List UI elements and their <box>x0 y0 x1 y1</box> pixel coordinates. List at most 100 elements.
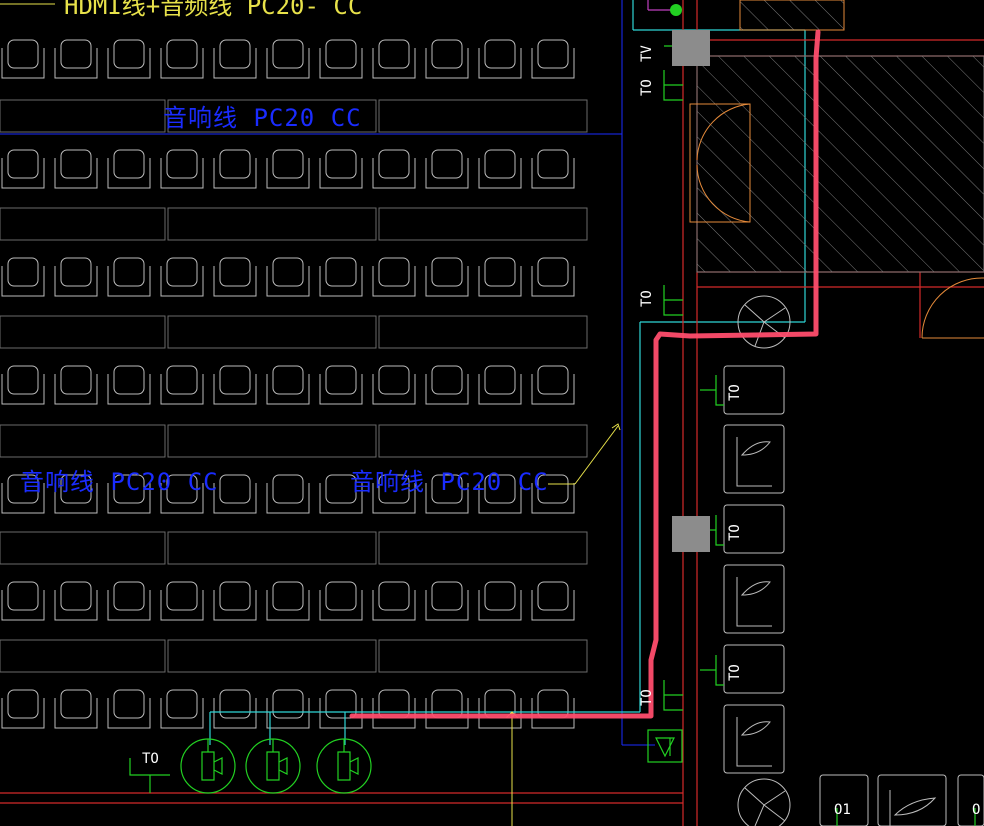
seat <box>54 149 98 189</box>
ceiling-fans <box>737 295 791 826</box>
seat <box>266 39 310 79</box>
to-label-4: TO <box>727 524 743 541</box>
row-divider <box>378 424 588 458</box>
seat <box>107 474 151 514</box>
row-divider <box>378 531 588 565</box>
seat <box>107 39 151 79</box>
o1-label: O1 <box>834 802 851 818</box>
row-divider <box>0 207 166 241</box>
row-divider <box>378 639 588 673</box>
seat <box>372 689 416 729</box>
seat <box>1 581 45 621</box>
seat <box>478 689 522 729</box>
seat <box>213 581 257 621</box>
row-divider <box>167 99 377 133</box>
seat <box>425 257 469 297</box>
cabinet-leaf-icons <box>736 437 937 826</box>
seat <box>372 474 416 514</box>
seat <box>160 474 204 514</box>
to-label-1: TO <box>639 79 655 96</box>
seat <box>1 39 45 79</box>
seat <box>531 365 575 405</box>
row-lines <box>0 99 588 673</box>
seat <box>319 474 363 514</box>
junction-box-mid <box>672 516 710 552</box>
audio-line-label-top: 音响线 PC20 CC <box>163 104 362 132</box>
seat <box>478 581 522 621</box>
seat <box>372 39 416 79</box>
seat <box>478 39 522 79</box>
seat <box>213 365 257 405</box>
seat <box>372 257 416 297</box>
seat <box>1 149 45 189</box>
seat <box>160 689 204 729</box>
seat <box>531 689 575 729</box>
seat <box>531 39 575 79</box>
row-divider <box>0 315 166 349</box>
seat <box>266 581 310 621</box>
row-divider <box>167 424 377 458</box>
hatched-room <box>696 55 984 273</box>
seat <box>107 581 151 621</box>
seat <box>425 689 469 729</box>
seat <box>478 365 522 405</box>
blue-boundary <box>0 0 655 746</box>
seat <box>54 365 98 405</box>
seat <box>107 689 151 729</box>
seat <box>319 257 363 297</box>
to-label-5: TO <box>727 664 743 681</box>
seat <box>213 474 257 514</box>
seat <box>372 149 416 189</box>
seat <box>531 149 575 189</box>
seat <box>54 689 98 729</box>
seat <box>425 581 469 621</box>
row-divider <box>0 639 166 673</box>
seat <box>160 257 204 297</box>
seat <box>160 365 204 405</box>
seat <box>372 581 416 621</box>
tv-label: TV <box>639 45 655 62</box>
seat <box>425 474 469 514</box>
audio-line-label-mid: 音响线 PC20 CC <box>350 468 549 496</box>
seat <box>319 365 363 405</box>
cabinets <box>723 365 984 826</box>
audio-line-label-left: 音响线 PC20 CC <box>20 468 219 496</box>
row-divider <box>0 531 166 565</box>
seat <box>54 474 98 514</box>
hdmi-line-label: HDMI线+音频线 PC20- CC <box>64 0 363 20</box>
seat <box>266 365 310 405</box>
seat <box>54 257 98 297</box>
seat <box>160 581 204 621</box>
row-divider <box>167 531 377 565</box>
row-divider <box>378 99 588 133</box>
seat <box>1 257 45 297</box>
row-divider <box>167 315 377 349</box>
seat <box>531 581 575 621</box>
seat <box>1 474 45 514</box>
to-label-3: TO <box>727 384 743 401</box>
seat <box>107 149 151 189</box>
row-divider <box>378 207 588 241</box>
speaker-icon <box>316 738 372 794</box>
door-swing-right <box>921 277 984 339</box>
seat <box>266 474 310 514</box>
seat <box>54 581 98 621</box>
seat <box>266 149 310 189</box>
seat <box>425 149 469 189</box>
to-label-6: TO <box>639 689 655 706</box>
seat-rows <box>1 39 575 729</box>
seat <box>266 689 310 729</box>
seat <box>478 474 522 514</box>
row-divider <box>378 315 588 349</box>
seat <box>425 365 469 405</box>
speaker-icon <box>180 738 236 794</box>
seat <box>213 689 257 729</box>
speaker-icon <box>245 738 301 794</box>
seat <box>1 365 45 405</box>
seat <box>160 149 204 189</box>
seat <box>478 149 522 189</box>
seat <box>213 149 257 189</box>
o-partial-label: O <box>972 802 981 818</box>
seat <box>319 149 363 189</box>
